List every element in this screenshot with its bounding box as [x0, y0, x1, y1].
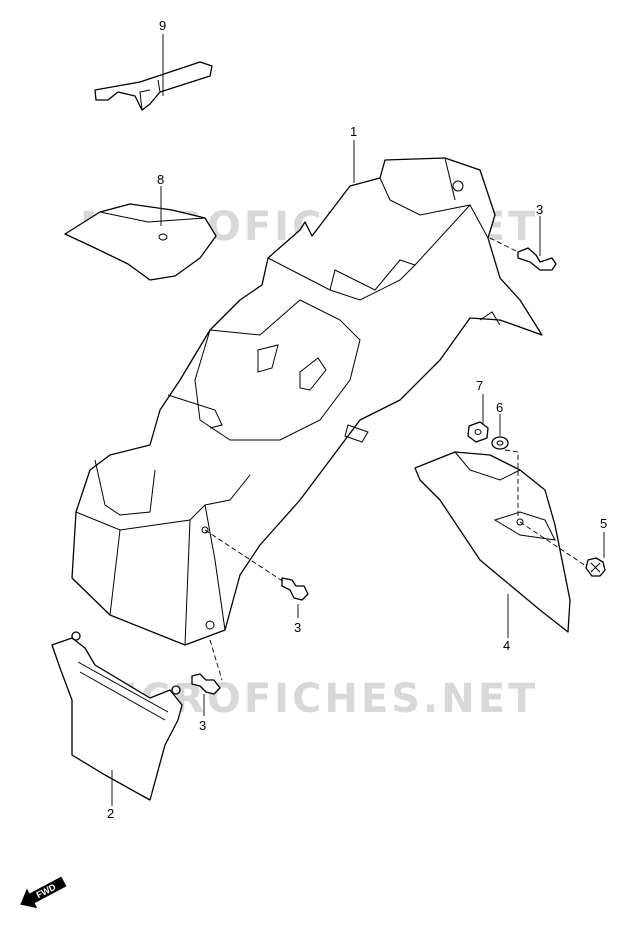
leader-lines — [111, 34, 605, 806]
callout-4: 4 — [503, 638, 510, 653]
part-3-bolt-bottom — [191, 673, 221, 695]
callout-7: 7 — [476, 378, 483, 393]
callout-5: 5 — [600, 516, 607, 531]
part-3-bolt-top — [517, 247, 557, 271]
callout-2: 2 — [107, 806, 114, 821]
callout-9: 9 — [159, 18, 166, 33]
part-4-side-cover — [414, 451, 571, 633]
callout-1: 1 — [350, 124, 357, 139]
callout-3-top: 3 — [536, 202, 543, 217]
part-8-pad — [64, 203, 217, 281]
callout-3-bottom: 3 — [199, 718, 206, 733]
fwd-arrow-icon: FWD — [20, 876, 67, 909]
part-1-rear-fender — [71, 157, 543, 646]
callout-3-middle: 3 — [294, 620, 301, 635]
part-7-nut — [467, 421, 489, 443]
part-9-tool — [94, 61, 213, 111]
callout-8: 8 — [157, 172, 164, 187]
callout-6: 6 — [496, 400, 503, 415]
part-5-screw — [585, 557, 606, 577]
part-3-bolt-middle — [281, 577, 309, 601]
part-6-washer — [491, 436, 509, 450]
part-2-mud-flap — [51, 631, 183, 801]
